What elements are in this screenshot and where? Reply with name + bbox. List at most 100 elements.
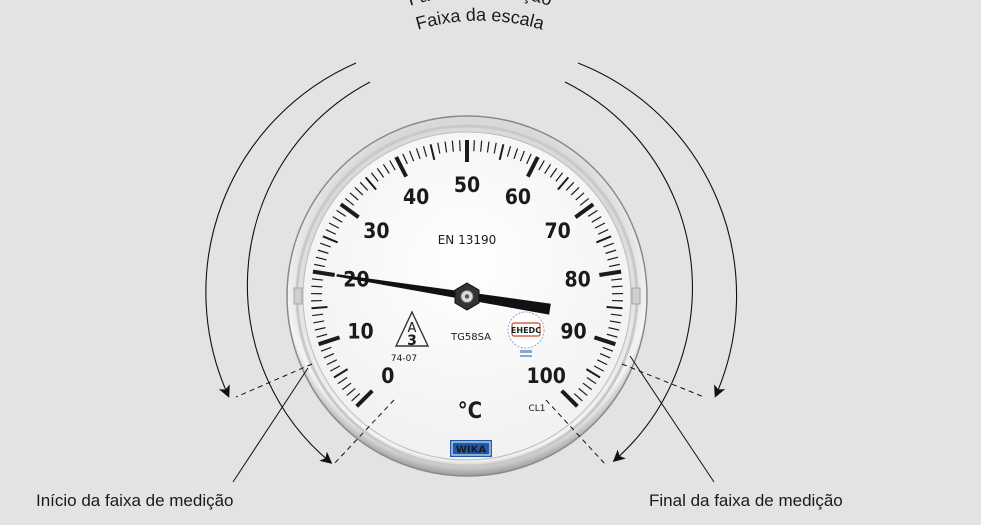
- minor-tick: [519, 150, 525, 162]
- minor-tick: [316, 333, 328, 338]
- unit-label: °C: [458, 399, 482, 424]
- tick-label: 70: [544, 219, 570, 243]
- range-annotations: [205, 62, 738, 483]
- minor-tick: [415, 148, 421, 160]
- minor-tick: [593, 365, 604, 372]
- tick-label: 0: [381, 364, 394, 388]
- minor-tick: [351, 393, 361, 402]
- model-label: TG58SA: [450, 332, 491, 343]
- major-tick: [312, 269, 335, 278]
- minor-tick: [578, 387, 588, 396]
- minor-tick: [354, 187, 364, 196]
- minor-tick: [382, 163, 390, 174]
- minor-tick: [332, 216, 343, 223]
- minor-tick: [314, 263, 326, 268]
- minor-tick: [341, 382, 352, 391]
- bezel-lug-right: [631, 287, 641, 305]
- minor-tick: [582, 382, 593, 391]
- minor-tick: [544, 163, 552, 174]
- minor-tick: [549, 168, 558, 178]
- minor-tick: [314, 327, 326, 331]
- minor-tick: [317, 249, 329, 254]
- minor-tick: [359, 181, 369, 191]
- gauge: 0102030405060708090100 EN 13190 A 3 74-0…: [286, 115, 648, 477]
- tick-label: 40: [403, 185, 429, 209]
- minor-tick: [422, 146, 428, 157]
- minor-tick: [444, 141, 448, 153]
- minor-tick: [376, 168, 385, 178]
- minor-tick: [364, 176, 377, 191]
- scale-start-dashed-line: [332, 399, 395, 466]
- minor-tick: [486, 141, 490, 153]
- minor-tick: [609, 320, 621, 324]
- minor-tick: [498, 144, 505, 161]
- minor-tick: [611, 278, 623, 281]
- minor-tick: [557, 176, 570, 191]
- major-tick: [599, 269, 622, 278]
- minor-tick: [320, 242, 331, 248]
- minor-tick: [312, 313, 324, 317]
- minor-tick: [596, 359, 608, 366]
- minor-tick: [459, 140, 461, 152]
- measuring-range-arc-right: [577, 62, 738, 398]
- minor-tick: [573, 393, 583, 402]
- minor-tick: [606, 305, 623, 310]
- tick-label: 10: [347, 320, 373, 344]
- minor-tick: [480, 140, 483, 152]
- minor-tick: [597, 229, 609, 235]
- scale-range-arc-left: [246, 81, 371, 464]
- minor-tick: [322, 235, 339, 244]
- minor-tick: [570, 187, 580, 196]
- pointer-hub: [454, 282, 480, 311]
- minor-tick: [603, 242, 614, 248]
- minor-tick: [591, 216, 602, 223]
- minor-tick: [336, 209, 347, 217]
- minor-tick: [565, 181, 575, 191]
- major-tick: [593, 335, 616, 347]
- minor-tick: [610, 313, 622, 317]
- tick-label: 30: [363, 219, 389, 243]
- minor-tick: [605, 249, 617, 254]
- minor-tick: [402, 153, 408, 165]
- minor-tick: [513, 148, 519, 160]
- minor-tick: [429, 144, 436, 161]
- gauge-pointer: [336, 274, 551, 315]
- tick-label: 90: [560, 320, 586, 344]
- major-tick: [355, 389, 374, 408]
- minor-tick: [606, 333, 618, 338]
- minor-tick: [409, 150, 415, 162]
- accuracy-class-label: CL1: [528, 404, 545, 414]
- tick-label: 100: [526, 364, 565, 388]
- minor-tick: [313, 320, 325, 324]
- minor-tick: [320, 346, 332, 352]
- major-tick: [339, 202, 360, 219]
- minor-tick: [555, 172, 564, 182]
- measuring-range-arc-left: [205, 62, 357, 398]
- range-start-dashed-line: [235, 363, 313, 398]
- minor-tick: [587, 209, 598, 217]
- minor-tick: [337, 377, 348, 385]
- mark-code: 74-07: [391, 354, 417, 364]
- major-tick: [574, 202, 595, 219]
- approval-mark-number: 3: [407, 333, 417, 349]
- minor-tick: [330, 365, 341, 372]
- minor-tick: [311, 305, 328, 310]
- start-leader-line: [232, 367, 309, 483]
- scale-range-label: Faixa da escala: [414, 5, 548, 34]
- minor-tick: [602, 346, 614, 352]
- brand-label: WIKA: [456, 445, 487, 456]
- minor-tick: [323, 353, 335, 359]
- minor-tick: [579, 197, 590, 206]
- minor-tick: [594, 222, 606, 229]
- minor-tick: [328, 222, 340, 229]
- major-tick: [394, 156, 408, 178]
- tick-label: 80: [564, 267, 590, 291]
- minor-tick: [538, 160, 545, 171]
- minor-tick: [326, 359, 338, 366]
- minor-tick: [506, 146, 512, 157]
- major-tick: [526, 156, 540, 178]
- scale-end-dashed-line: [545, 399, 607, 466]
- end-of-range-callout: Final da faixa de medição: [649, 491, 843, 510]
- minor-tick: [315, 256, 327, 261]
- minor-tick: [493, 142, 497, 154]
